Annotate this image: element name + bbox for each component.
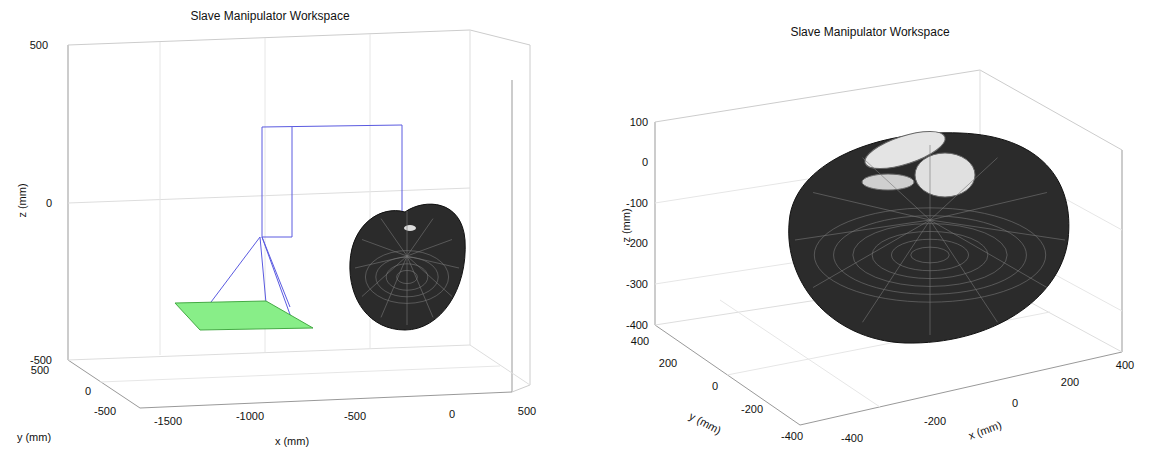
axis-text: z (mm) [621,208,632,242]
left-axes [68,30,530,408]
axis-text: -400 [781,431,803,442]
axis-text: 200 [659,358,677,369]
axis-text: -1500 [154,416,182,427]
mesh-spoke [362,256,407,297]
mesh-spoke [930,220,1065,240]
mesh-spoke [930,220,931,335]
plot-title: Slave Manipulator Workspace [790,26,949,38]
axis-text: 0 [46,198,52,209]
mesh-spoke [407,211,408,256]
axis-text: -100 [626,198,648,209]
plot-title: Slave Manipulator Workspace [190,10,349,22]
axis-text: 500 [518,406,536,417]
axis-text: 200 [1061,377,1079,388]
axis-text: -400 [626,320,648,331]
mesh-spoke [407,256,433,317]
axis-text: y (mm) [17,432,51,443]
mesh-spoke [863,220,931,322]
axis-text: 0 [642,157,648,168]
mesh-spoke [407,240,452,257]
mesh-spoke [930,220,998,322]
mesh-lines [355,211,459,325]
axis-text: 0 [1012,398,1018,409]
axis-text: -200 [924,416,946,427]
axis-text: -1000 [236,411,264,422]
axis-text: y (mm) [687,410,722,436]
mesh-spoke [795,220,930,240]
mesh-spoke [813,220,930,288]
axis-text: 0 [449,409,455,420]
mesh-spoke [407,256,408,325]
axis-text: 100 [630,117,648,128]
axis-text: 0 [712,381,718,392]
mesh-spoke [407,256,452,297]
workspace-volume [350,204,465,330]
axis-text: 500 [30,40,48,51]
axis-text: -400 [841,433,863,444]
mesh-spoke [381,256,407,317]
mesh-spoke [362,240,407,257]
axis-text: -200 [741,404,763,415]
axis-text: -500 [344,411,366,422]
axis-text: 400 [1116,360,1134,371]
right-axes [655,70,1122,425]
workspace-volume [789,124,1069,343]
base-plate [175,301,313,330]
mesh-spoke [813,193,930,221]
mesh-spoke [407,256,459,268]
axis-text: x (mm) [967,419,1003,441]
mesh-spoke [407,219,433,256]
mesh-spoke [863,158,931,220]
mesh-spoke [930,158,998,220]
mesh-spoke [930,193,1047,221]
mesh-spoke [381,219,407,256]
axis-text: 0 [85,386,91,397]
mesh-spoke [930,220,1047,288]
axis-text: x (mm) [275,436,309,447]
mesh-spoke [355,256,407,268]
axis-text: -500 [94,406,116,417]
axis-text: 500 [31,365,49,376]
axis-text: z (mm) [17,183,28,217]
axis-text: -300 [626,279,648,290]
axis-text: 400 [631,336,649,347]
mesh-lines [795,145,1065,335]
mesh-spoke [930,145,931,220]
